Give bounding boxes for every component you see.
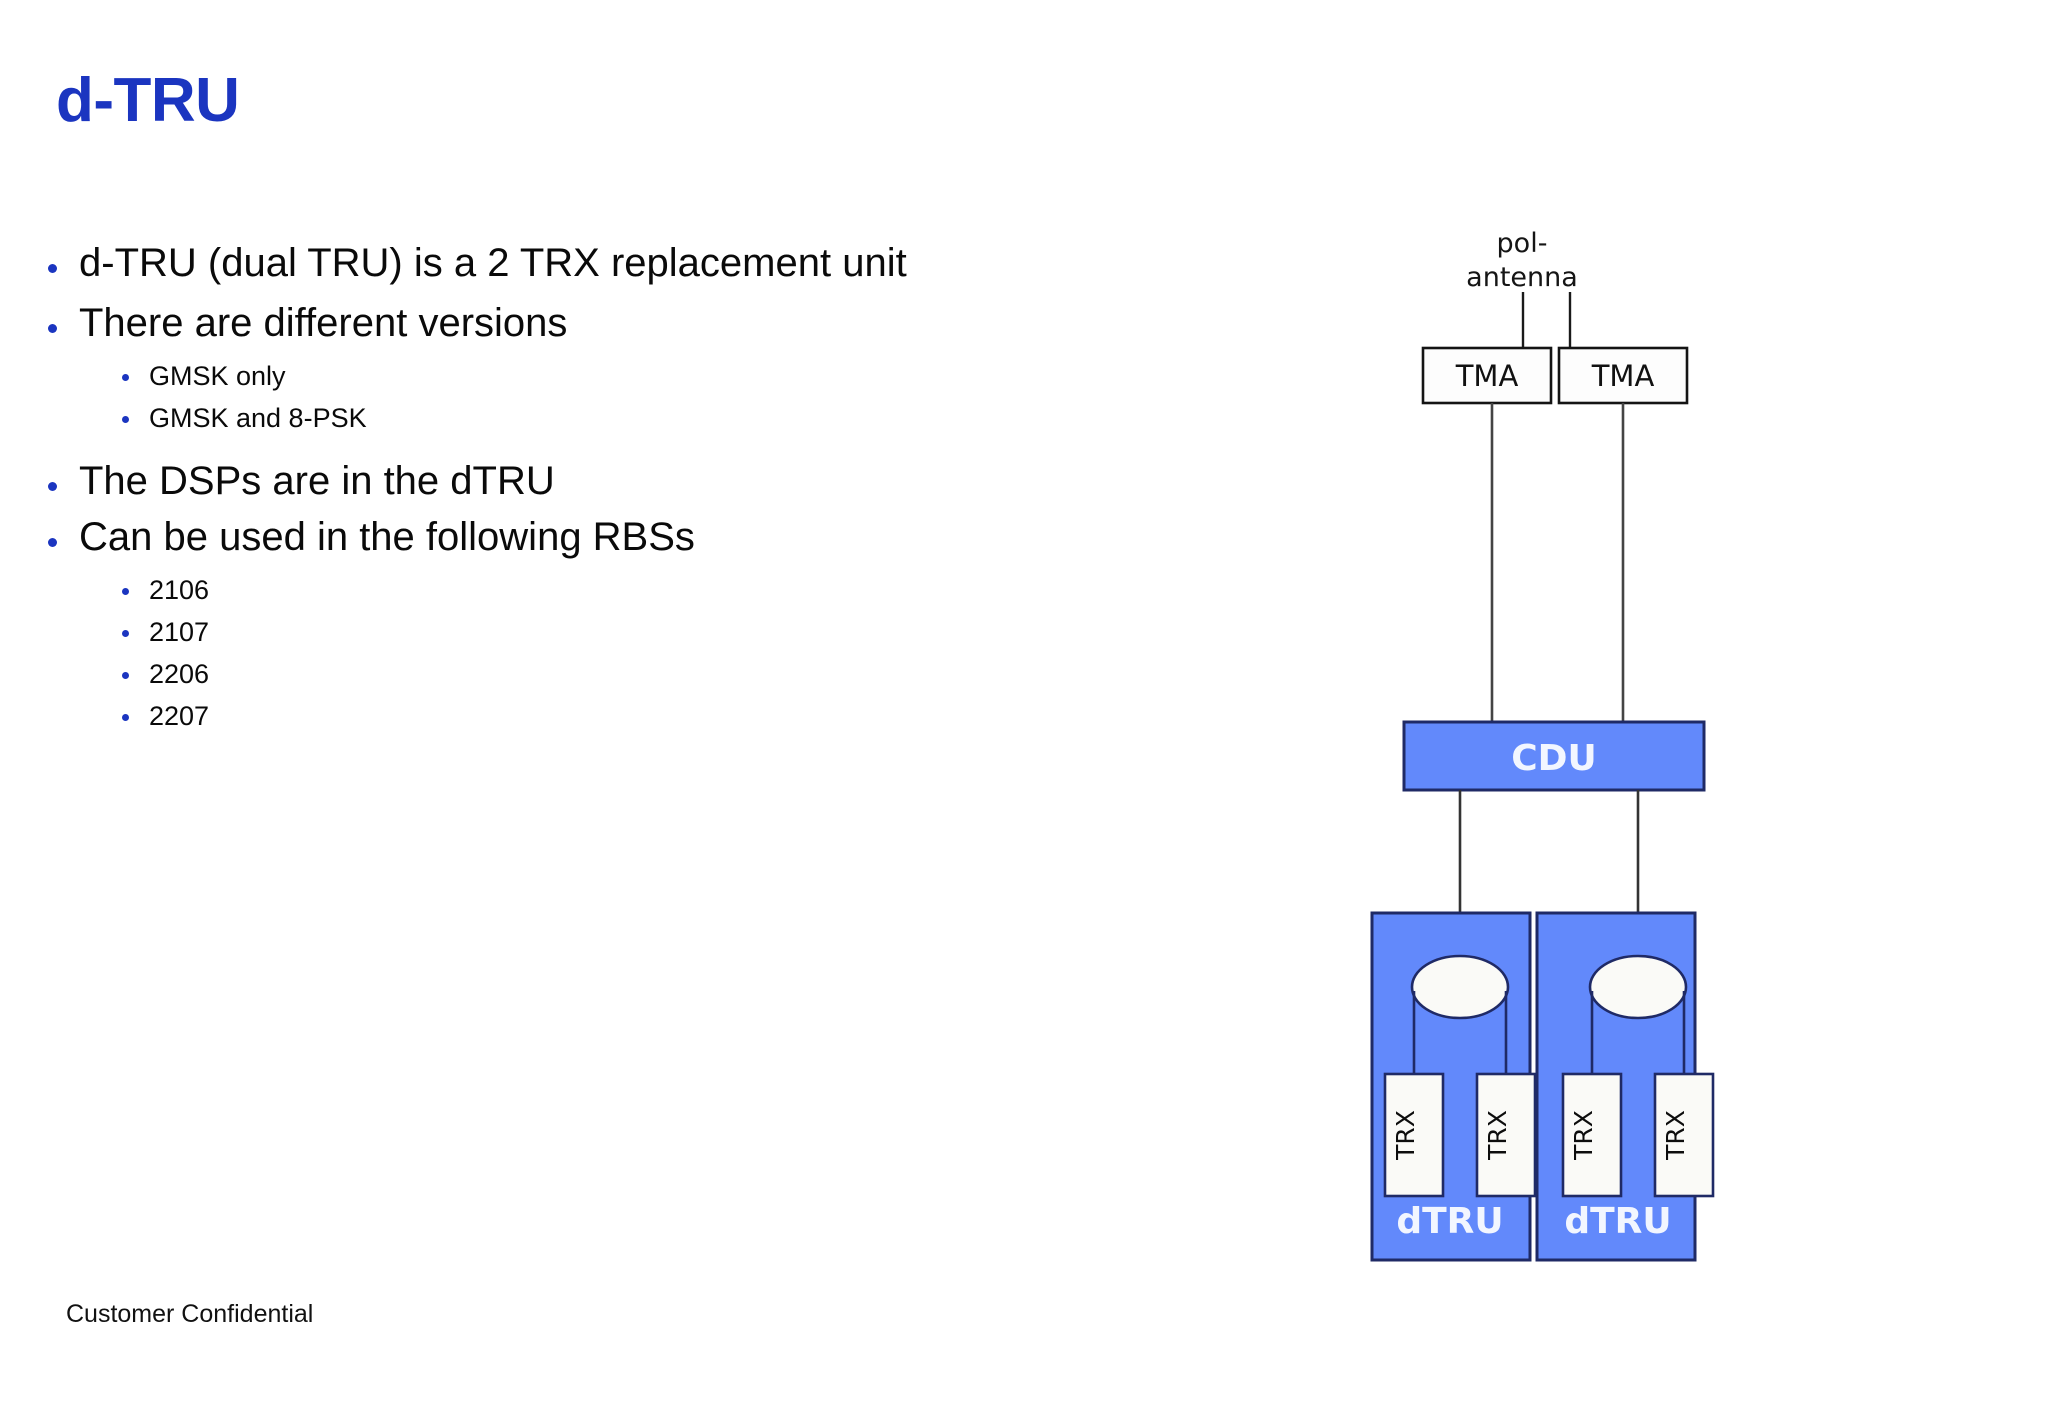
list-item-label: d-TRU (dual TRU) is a 2 TRX replacement … — [79, 241, 907, 285]
cdu-label: CDU — [1511, 738, 1597, 779]
bullet-dot-icon — [48, 324, 57, 334]
trx-box-4 — [1653, 1072, 1715, 1198]
list-item: GMSK only — [122, 357, 1048, 396]
list-item-label: 2106 — [149, 574, 210, 605]
footer-confidentiality-label: Customer Confidential — [66, 1300, 314, 1328]
rbs-architecture-diagram: pol- antenna TMA TMA CDU — [1330, 230, 1790, 1290]
trx-box-2 — [1475, 1072, 1537, 1198]
dtru-left-label: dTRU — [1396, 1201, 1503, 1242]
list-item-label: 2207 — [149, 701, 210, 732]
trx-label-3: TRX — [1569, 1110, 1598, 1161]
bullet-dot-icon — [122, 373, 129, 381]
dtru-right-label: dTRU — [1564, 1201, 1671, 1242]
list-item: 2206 — [122, 655, 1048, 694]
list-item: GMSK and 8-PSK — [122, 399, 1048, 438]
bullet-dot-icon — [122, 415, 129, 423]
bullet-dot-icon — [122, 587, 129, 595]
dtru-right-combiner-ellipse — [1588, 954, 1688, 1020]
bullet-dot-icon — [48, 538, 57, 548]
tma-right-label: TMA — [1591, 359, 1655, 393]
list-item: 2107 — [122, 613, 1048, 652]
tma-left-box — [1421, 346, 1553, 405]
trx-box-1 — [1383, 1072, 1445, 1198]
trx-label-1: TRX — [1391, 1110, 1420, 1161]
bullet-dot-icon — [122, 714, 129, 722]
bullet-dot-icon — [48, 482, 57, 492]
list-item: Can be used in the following RBSs — [48, 514, 1048, 560]
list-item-label: GMSK and 8-PSK — [149, 402, 367, 433]
antenna-label-line2: antenna — [1466, 262, 1578, 293]
cdu-box — [1402, 720, 1706, 792]
list-item-label: The DSPs are in the dTRU — [79, 459, 555, 504]
list-item: 2106 — [122, 571, 1048, 610]
list-item-label: Can be used in the following RBSs — [79, 515, 695, 560]
bullet-list: d-TRU (dual TRU) is a 2 TRX replacement … — [48, 240, 1048, 739]
list-item-label: There are different versions — [79, 301, 568, 346]
page-title: d-TRU — [56, 66, 240, 135]
list-item: The DSPs are in the dTRU — [48, 458, 1048, 504]
tma-left-label: TMA — [1455, 359, 1519, 393]
trx-box-3 — [1561, 1072, 1623, 1198]
list-item: 2207 — [122, 697, 1048, 736]
list-item-label: 2206 — [149, 659, 210, 690]
bullet-dot-icon — [122, 629, 129, 637]
antenna-label-line1: pol- — [1497, 230, 1548, 259]
tma-right-box — [1557, 346, 1689, 405]
trx-label-4: TRX — [1661, 1110, 1690, 1161]
bullet-dot-icon — [122, 672, 129, 680]
list-item-label: 2107 — [149, 616, 210, 647]
list-item: d-TRU (dual TRU) is a 2 TRX replacement … — [48, 240, 1048, 286]
list-item-label: GMSK only — [149, 360, 286, 391]
list-item: There are different versions — [48, 300, 1048, 346]
bullet-dot-icon — [48, 264, 57, 273]
trx-label-2: TRX — [1483, 1110, 1512, 1161]
dtru-left-combiner-ellipse — [1410, 954, 1510, 1020]
